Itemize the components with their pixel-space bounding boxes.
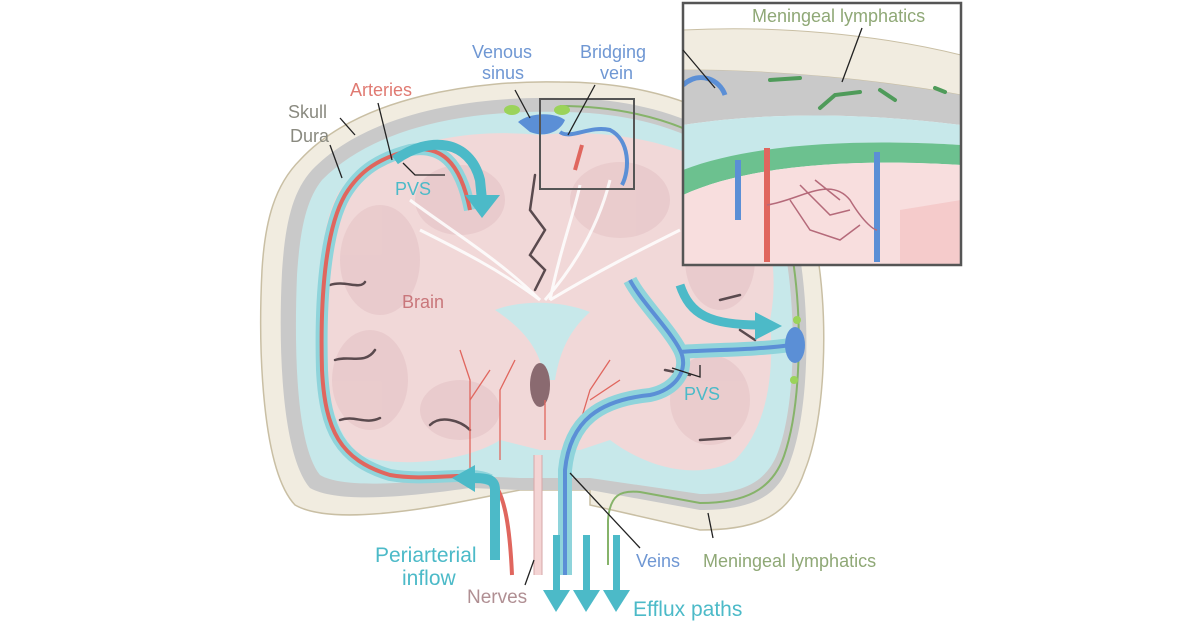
leader-veins <box>569 472 641 549</box>
label-dura: Dura <box>290 126 330 146</box>
lymph-node-top-left <box>504 105 520 115</box>
leader-pvs-top <box>402 162 445 176</box>
pvs-flow-arrow-top <box>392 139 487 201</box>
label-periarterial-2: inflow <box>402 567 457 590</box>
label-periarterial-1: Periarterial <box>375 544 477 567</box>
inset-brain <box>683 162 961 265</box>
inset-border <box>681 1 963 267</box>
lymph-node-lateral-top <box>793 316 801 324</box>
bridging-vein <box>558 126 629 186</box>
label-veins: Veins <box>636 551 680 571</box>
white-matter <box>409 179 681 302</box>
venous-sinus <box>518 114 565 135</box>
central-ventricle-dark <box>530 363 550 407</box>
label-arteries: Arteries <box>350 80 412 100</box>
inset-bridging-vein <box>683 75 728 97</box>
efflux-arrow-1 <box>553 535 560 595</box>
label-pvs-right: PVS <box>684 384 720 404</box>
label-bridging-vein-2: vein <box>600 63 633 83</box>
efflux-arrow-3 <box>613 535 620 595</box>
label-inset-meningeal: Meningeal lymphatics <box>752 6 925 26</box>
leader-meningeal-bottom <box>707 512 714 539</box>
inset-panel <box>683 3 961 265</box>
brain-sulci <box>328 173 757 442</box>
label-pvs-top: PVS <box>395 179 431 199</box>
leader-pvs-right <box>671 365 701 378</box>
inset-dura <box>683 70 961 125</box>
small-arteries <box>459 349 621 470</box>
small-artery-top <box>573 144 584 171</box>
label-meningeal-bottom: Meningeal lymphatics <box>703 551 876 571</box>
leader-dura <box>329 144 343 179</box>
inset-pia <box>683 142 961 195</box>
efflux-arrows <box>543 535 630 612</box>
periarterial-arrowhead <box>452 465 475 492</box>
pvs-arrowhead-right <box>755 312 782 340</box>
label-skull: Skull <box>288 102 327 122</box>
leader-skull <box>339 117 356 136</box>
leader-arteries <box>377 102 393 161</box>
pvs-flow-arrow-right <box>675 283 761 330</box>
leader-bridging-vein <box>567 84 596 136</box>
leader-nerves <box>524 559 535 586</box>
label-efflux-paths: Efflux paths <box>633 598 742 621</box>
pvs-arrowhead-top <box>465 195 500 218</box>
label-brain: Brain <box>402 292 444 312</box>
leader-inset-lymphatics <box>841 27 863 83</box>
nerve-outline <box>533 455 543 575</box>
label-nerves: Nerves <box>467 587 527 608</box>
label-venous-sinus-1: Venous <box>472 42 532 62</box>
inset-arachnoid <box>683 115 961 170</box>
lymph-node-top-right <box>554 105 570 115</box>
inset-right-face <box>900 200 961 265</box>
leader-inset-venous <box>682 49 716 89</box>
leader-venous-sinus <box>514 89 531 119</box>
inset-lymphatic-vessels <box>768 76 947 110</box>
ventricle <box>495 302 590 380</box>
efflux-arrow-2 <box>583 535 590 595</box>
lateral-venous-sinus <box>785 327 805 363</box>
lymph-node-lateral-bottom <box>790 376 798 384</box>
label-bridging-vein-1: Bridging <box>580 42 646 62</box>
label-venous-sinus-2: sinus <box>482 63 524 83</box>
inset-capillary-bed <box>766 179 878 241</box>
leader-lines <box>329 27 863 586</box>
vein <box>563 279 791 575</box>
